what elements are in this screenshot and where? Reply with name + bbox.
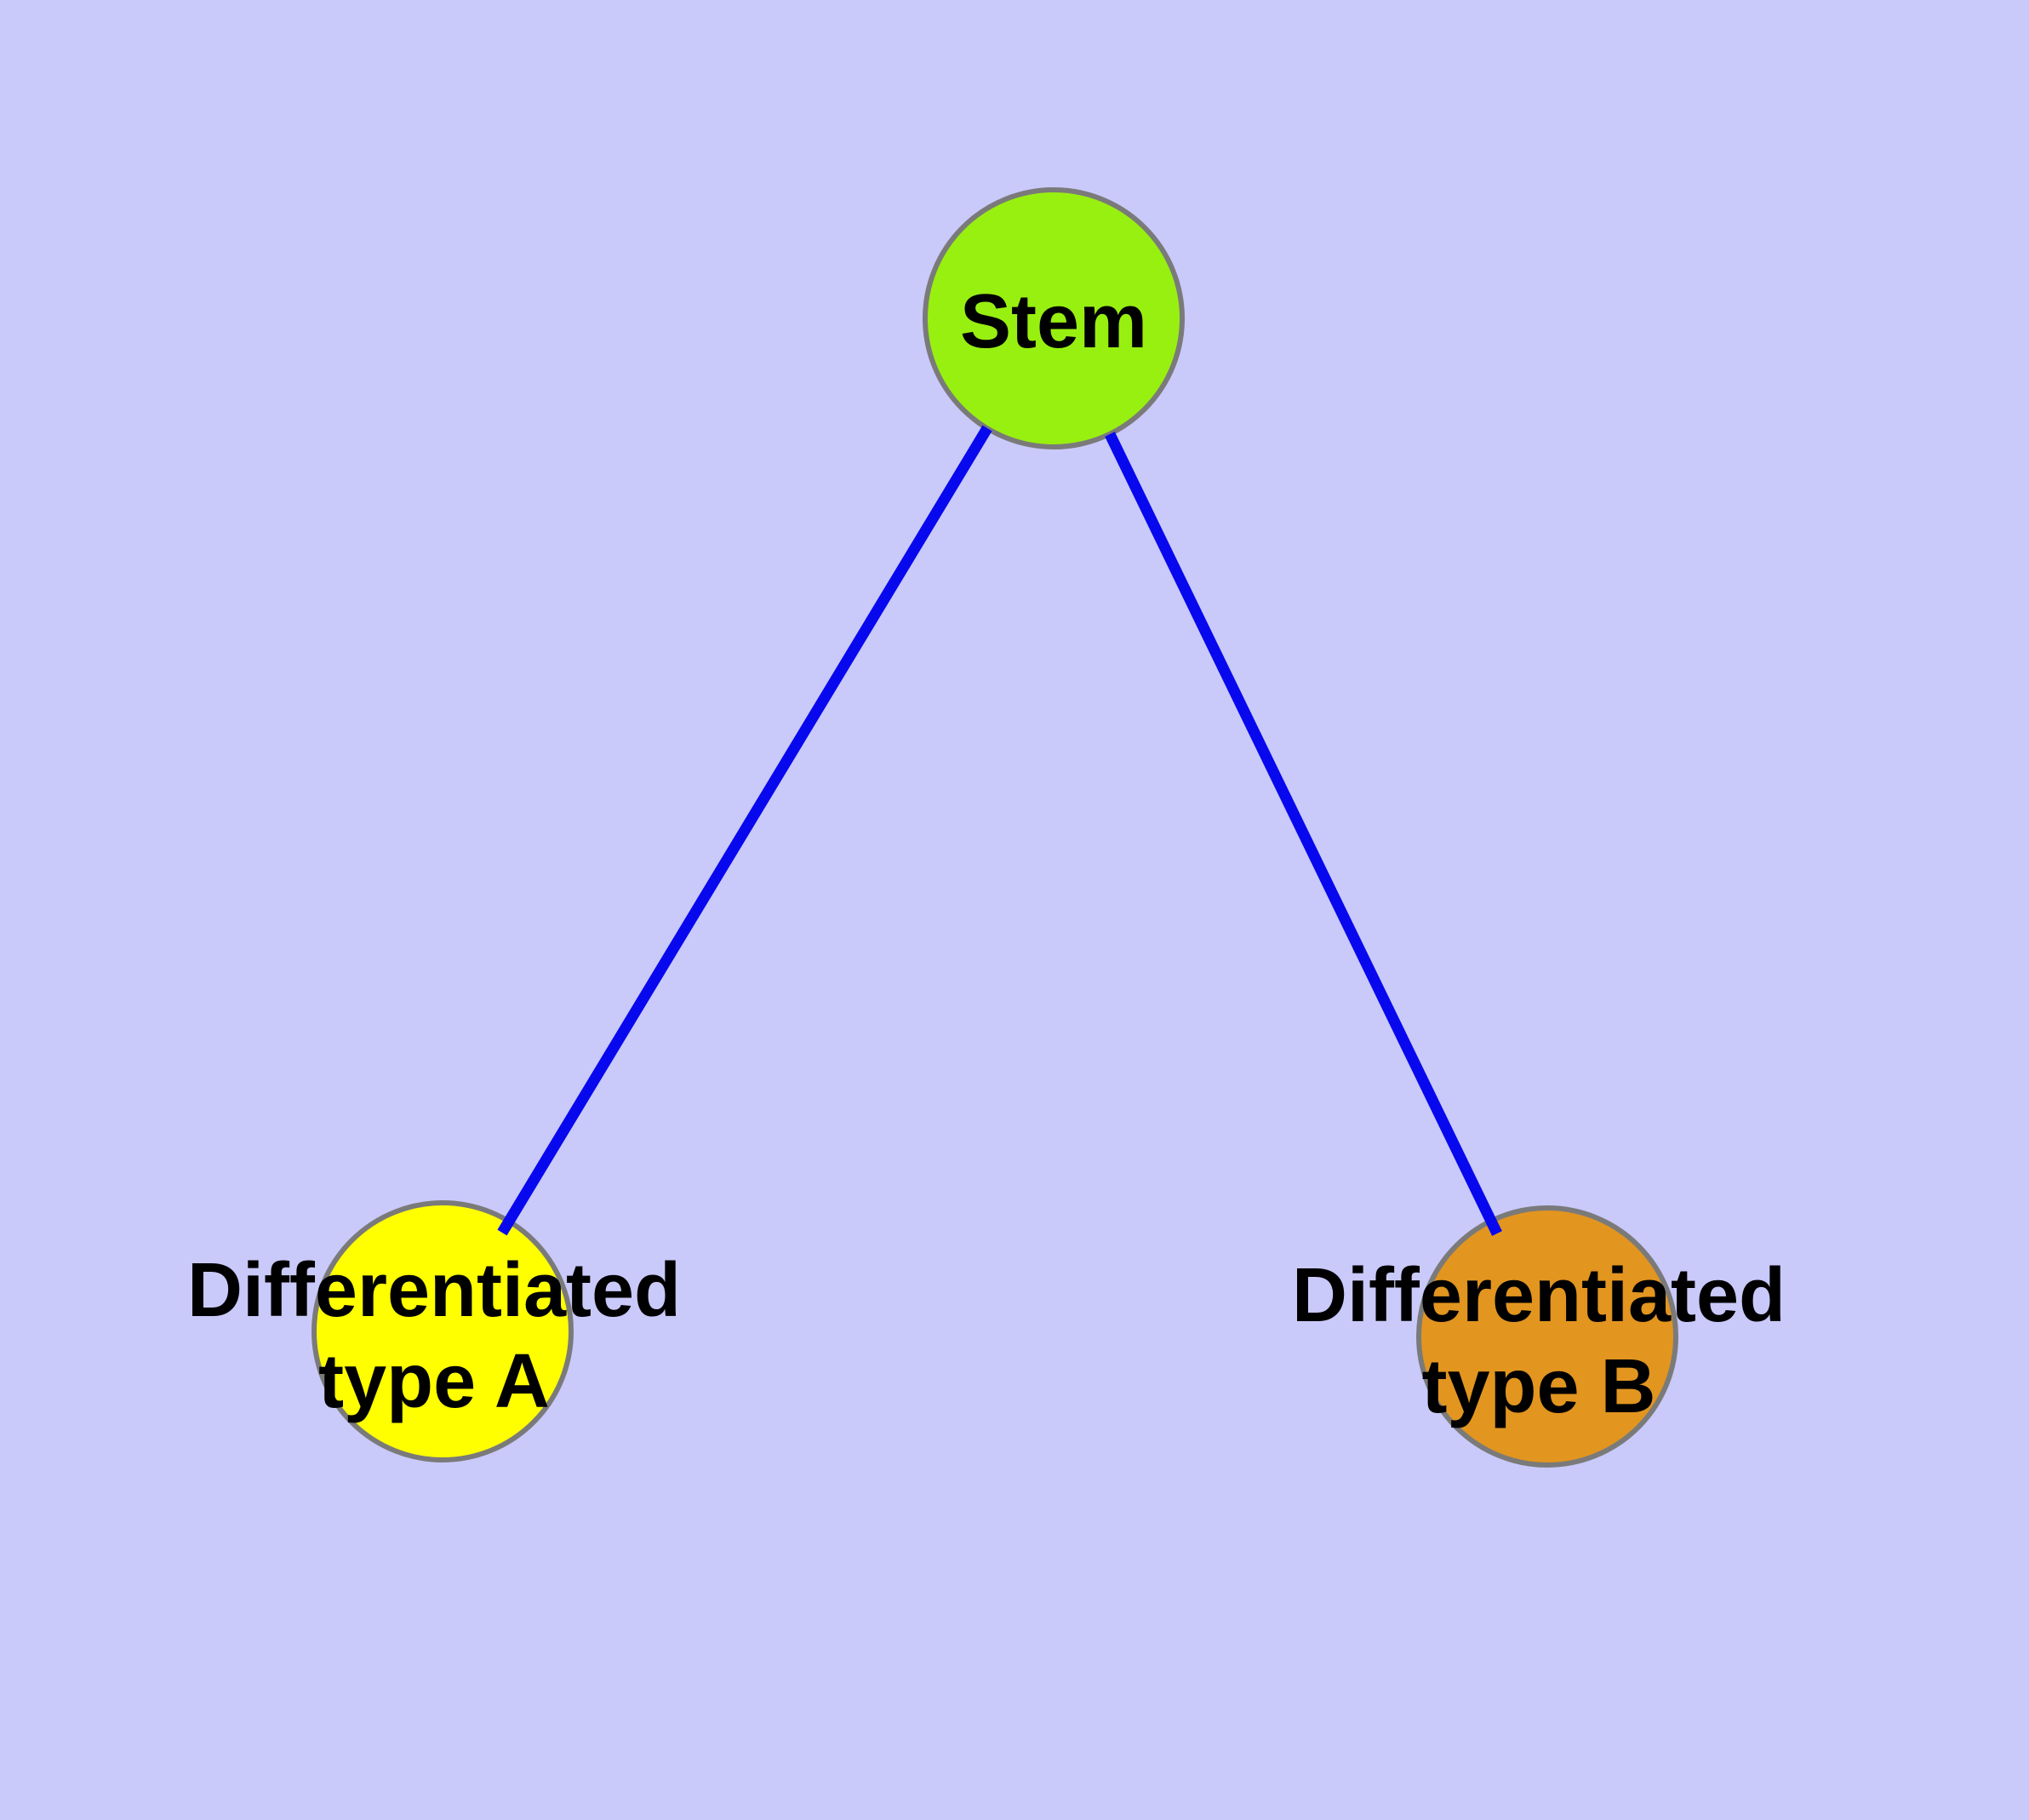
- node-type-a-label-line1: Differentiated: [187, 1248, 681, 1333]
- edge-stem-to-type-a: [497, 425, 992, 1236]
- node-differentiated-type-b[interactable]: [1416, 1205, 1678, 1468]
- node-differentiated-type-a[interactable]: [311, 1200, 574, 1462]
- node-stem-label: Stem: [960, 279, 1147, 364]
- edge-stem-to-type-b: [1105, 432, 1502, 1236]
- node-type-b-label-line2: type B: [1421, 1344, 1655, 1429]
- node-type-b-label-line1: Differentiated: [1292, 1253, 1786, 1338]
- node-stem[interactable]: [923, 187, 1185, 449]
- node-type-a-label-line2: type A: [318, 1339, 550, 1424]
